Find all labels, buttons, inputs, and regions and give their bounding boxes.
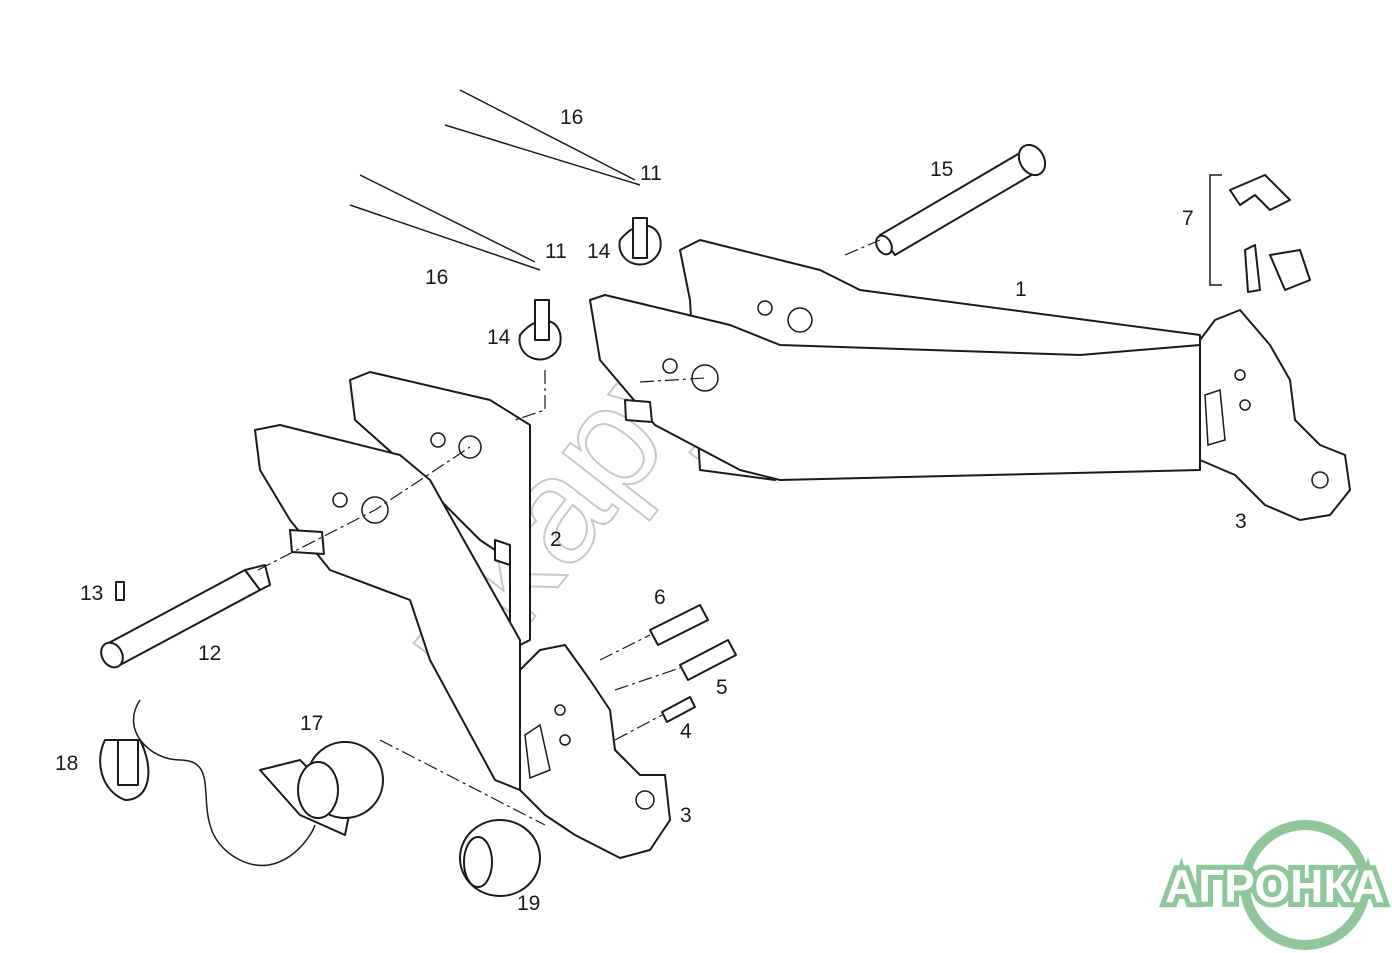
callout-14-bottom: 14: [487, 326, 511, 349]
clips-and-chains: [349, 89, 662, 361]
callout-18: 18: [55, 752, 78, 775]
lower-link-arm-1: [589, 239, 1201, 481]
callout-7: 7: [1182, 207, 1194, 230]
callout-12: 12: [198, 642, 221, 665]
hook-3-right: [1199, 309, 1351, 521]
callout-11-top: 11: [640, 162, 662, 185]
hook-3-left: [519, 644, 671, 859]
callout-16-bottom: 16: [425, 266, 448, 289]
latch-kit-7: [1209, 174, 1311, 293]
lower-link-arm-2: [254, 371, 531, 791]
callout-4: 4: [680, 720, 692, 743]
pin-12: [100, 564, 271, 669]
bushings: [649, 604, 737, 723]
callout-13: 13: [80, 582, 103, 605]
callout-3-right: 3: [1235, 510, 1247, 533]
brand-logo-text: АГРОНКА: [1165, 860, 1385, 912]
callout-6: 6: [654, 586, 666, 609]
callout-16-top: 16: [560, 106, 583, 129]
callout-19: 19: [517, 892, 540, 915]
callout-2: 2: [550, 528, 562, 551]
callout-3-left: 3: [680, 804, 692, 827]
pin-15: [875, 143, 1047, 256]
callout-14-top: 14: [587, 240, 611, 263]
callout-1: 1: [1015, 278, 1027, 301]
callout-15: 15: [930, 158, 953, 181]
callout-17: 17: [300, 712, 323, 735]
ball-17-assembly: [99, 699, 384, 867]
brand-logo: АГРОНКА: [1160, 820, 1390, 950]
callout-11-mid: 11: [545, 240, 567, 263]
assembly-lines: [257, 239, 881, 826]
callout-5: 5: [716, 676, 728, 699]
ball-19: [459, 819, 541, 897]
